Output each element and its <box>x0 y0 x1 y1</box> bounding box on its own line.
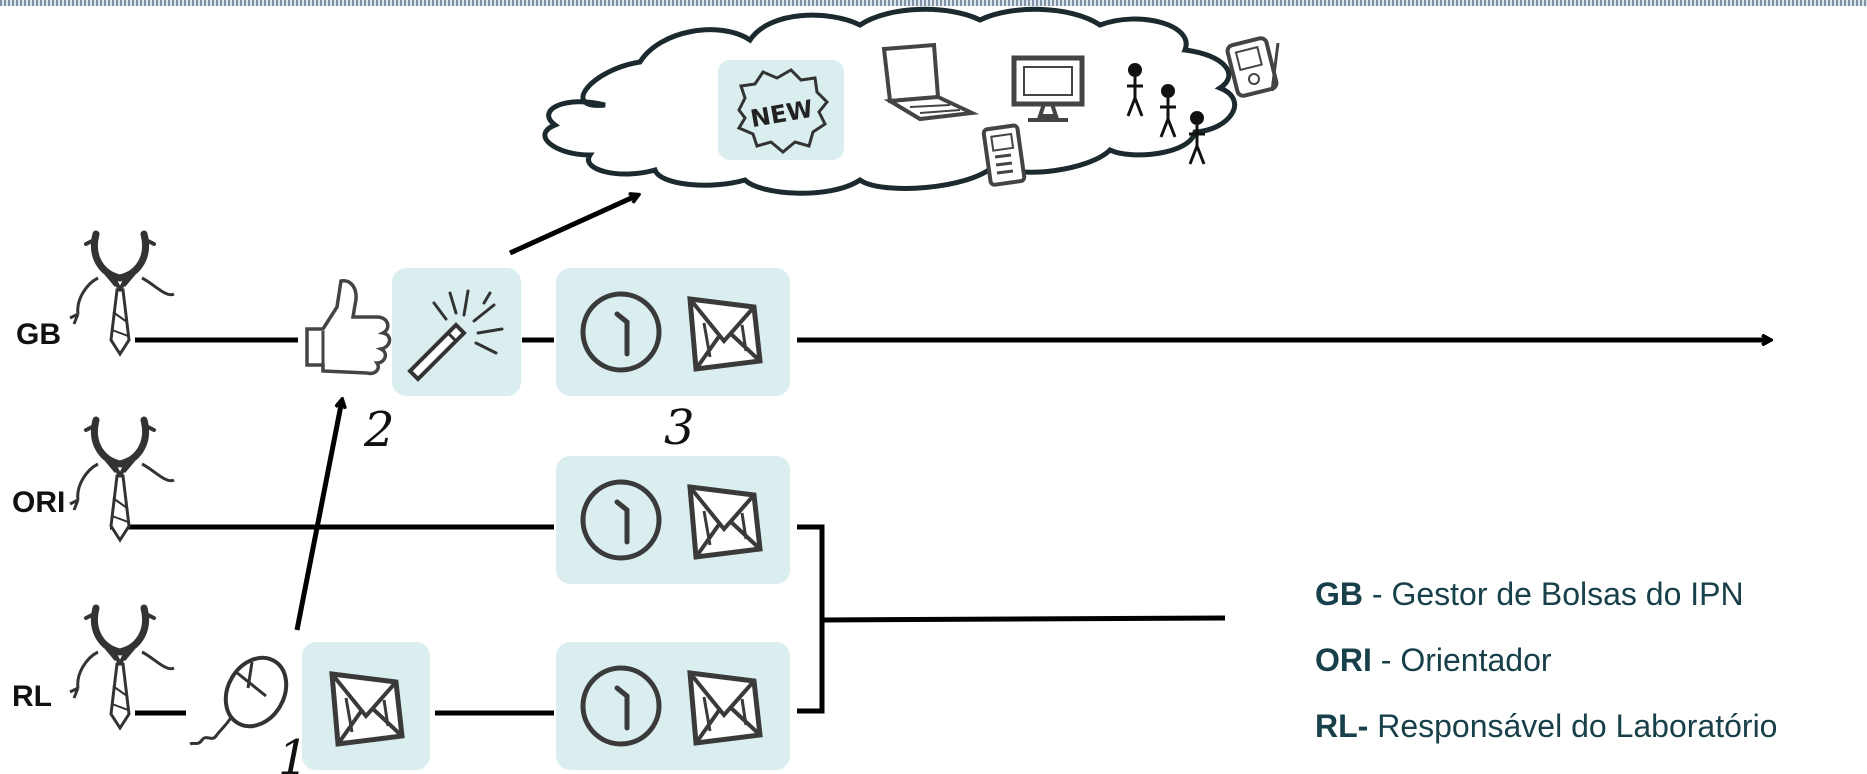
pda-device-icon <box>1225 36 1280 98</box>
laptop-icon <box>881 42 980 122</box>
ori-mail-icon <box>690 487 760 557</box>
legend-gb-abbr: GB <box>1315 576 1363 612</box>
legend-separator: - <box>1357 708 1369 744</box>
legend-ori-name: Orientador <box>1400 642 1552 678</box>
arrow-to-cloud <box>508 195 638 256</box>
rl-person-icon <box>70 608 174 728</box>
step-3-label: 3 <box>664 400 695 456</box>
role-label-gb: GB <box>16 318 61 351</box>
step-1-label: 1 <box>278 730 309 774</box>
legend-separator: - <box>1380 642 1392 678</box>
magic-wand-icon <box>407 289 504 382</box>
legend-ori-abbr: ORI <box>1315 642 1372 678</box>
gb-person-icon <box>70 234 174 354</box>
legend-ori: ORI - Orientador <box>1315 642 1552 679</box>
merge-bracket <box>797 524 1226 714</box>
legend-gb: GB - Gestor de Bolsas do IPN <box>1315 576 1744 613</box>
thumbs-up-icon <box>305 279 392 376</box>
mouse-icon <box>189 655 289 746</box>
rl-mail-icon-2 <box>690 673 760 743</box>
legend-rl-abbr: RL <box>1315 708 1358 744</box>
top-border <box>0 0 1867 6</box>
mobile-phone-icon <box>981 123 1027 187</box>
step-2-label: 2 <box>363 402 395 458</box>
legend-separator: - <box>1371 576 1383 612</box>
legend-rl: RL- Responsável do Laboratório <box>1315 708 1777 745</box>
monitor-icon <box>1011 55 1085 122</box>
legend-gb-name: Gestor de Bolsas do IPN <box>1391 576 1744 612</box>
arrow-mouse-to-approve <box>294 400 342 631</box>
role-label-ori: ORI <box>12 486 66 519</box>
legend-rl-name: Responsável do Laboratório <box>1377 708 1778 744</box>
rl-mail-icon <box>332 674 402 744</box>
ori-person-icon <box>70 420 174 540</box>
gb-mail-icon <box>690 299 760 369</box>
role-label-rl: RL <box>12 680 52 713</box>
